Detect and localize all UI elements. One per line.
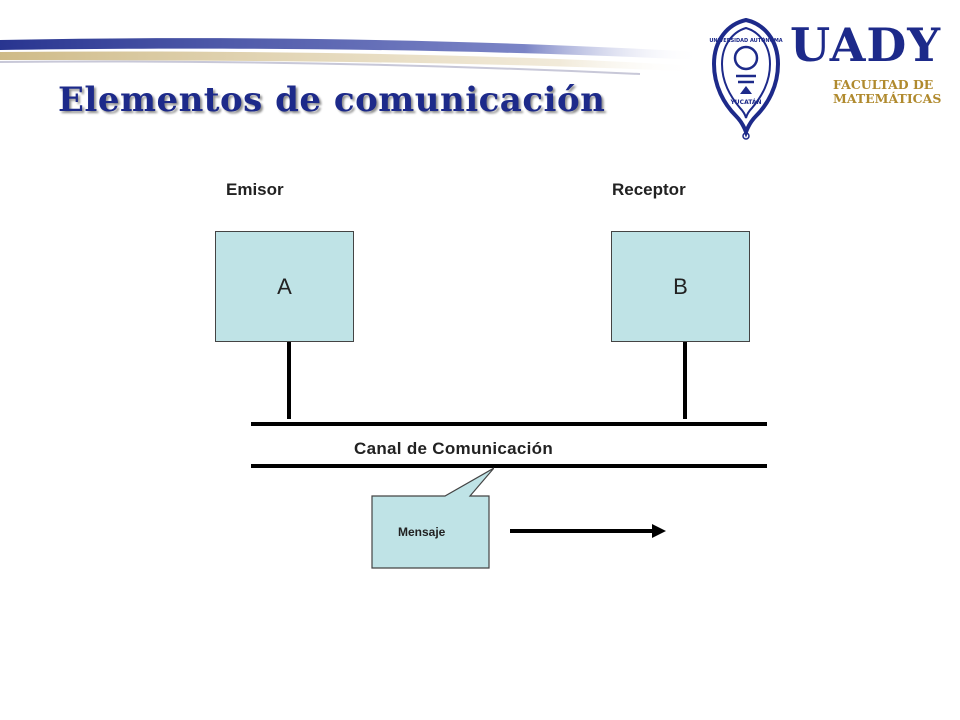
sender-label: Emisor bbox=[226, 180, 284, 199]
uady-logo-text: UADY bbox=[790, 18, 942, 72]
message-arrow-head bbox=[652, 524, 666, 538]
message-label: Mensaje bbox=[398, 525, 446, 539]
receiver-node-box: B bbox=[611, 231, 750, 342]
faculty-line-2: MATEMÁTICAS bbox=[833, 91, 942, 106]
channel-label: Canal de Comunicación bbox=[354, 439, 554, 458]
receiver-node-label: B bbox=[673, 273, 688, 299]
faculty-line-1: FACULTAD DE bbox=[833, 77, 934, 92]
message-callout bbox=[371, 467, 494, 569]
receiver-label: Receptor bbox=[612, 180, 686, 199]
slide-title: Elementos de comunicación bbox=[58, 80, 606, 120]
uady-seal-logo: UNIVERSIDAD AUTÓNOMA YUCATÁN bbox=[709, 17, 783, 140]
svg-text:YUCATÁN: YUCATÁN bbox=[729, 99, 761, 106]
svg-text:UNIVERSIDAD AUTÓNOMA: UNIVERSIDAD AUTÓNOMA bbox=[709, 37, 782, 44]
header-swoosh bbox=[0, 38, 700, 75]
sender-node-box: A bbox=[215, 231, 354, 342]
sender-node-label: A bbox=[277, 273, 292, 299]
